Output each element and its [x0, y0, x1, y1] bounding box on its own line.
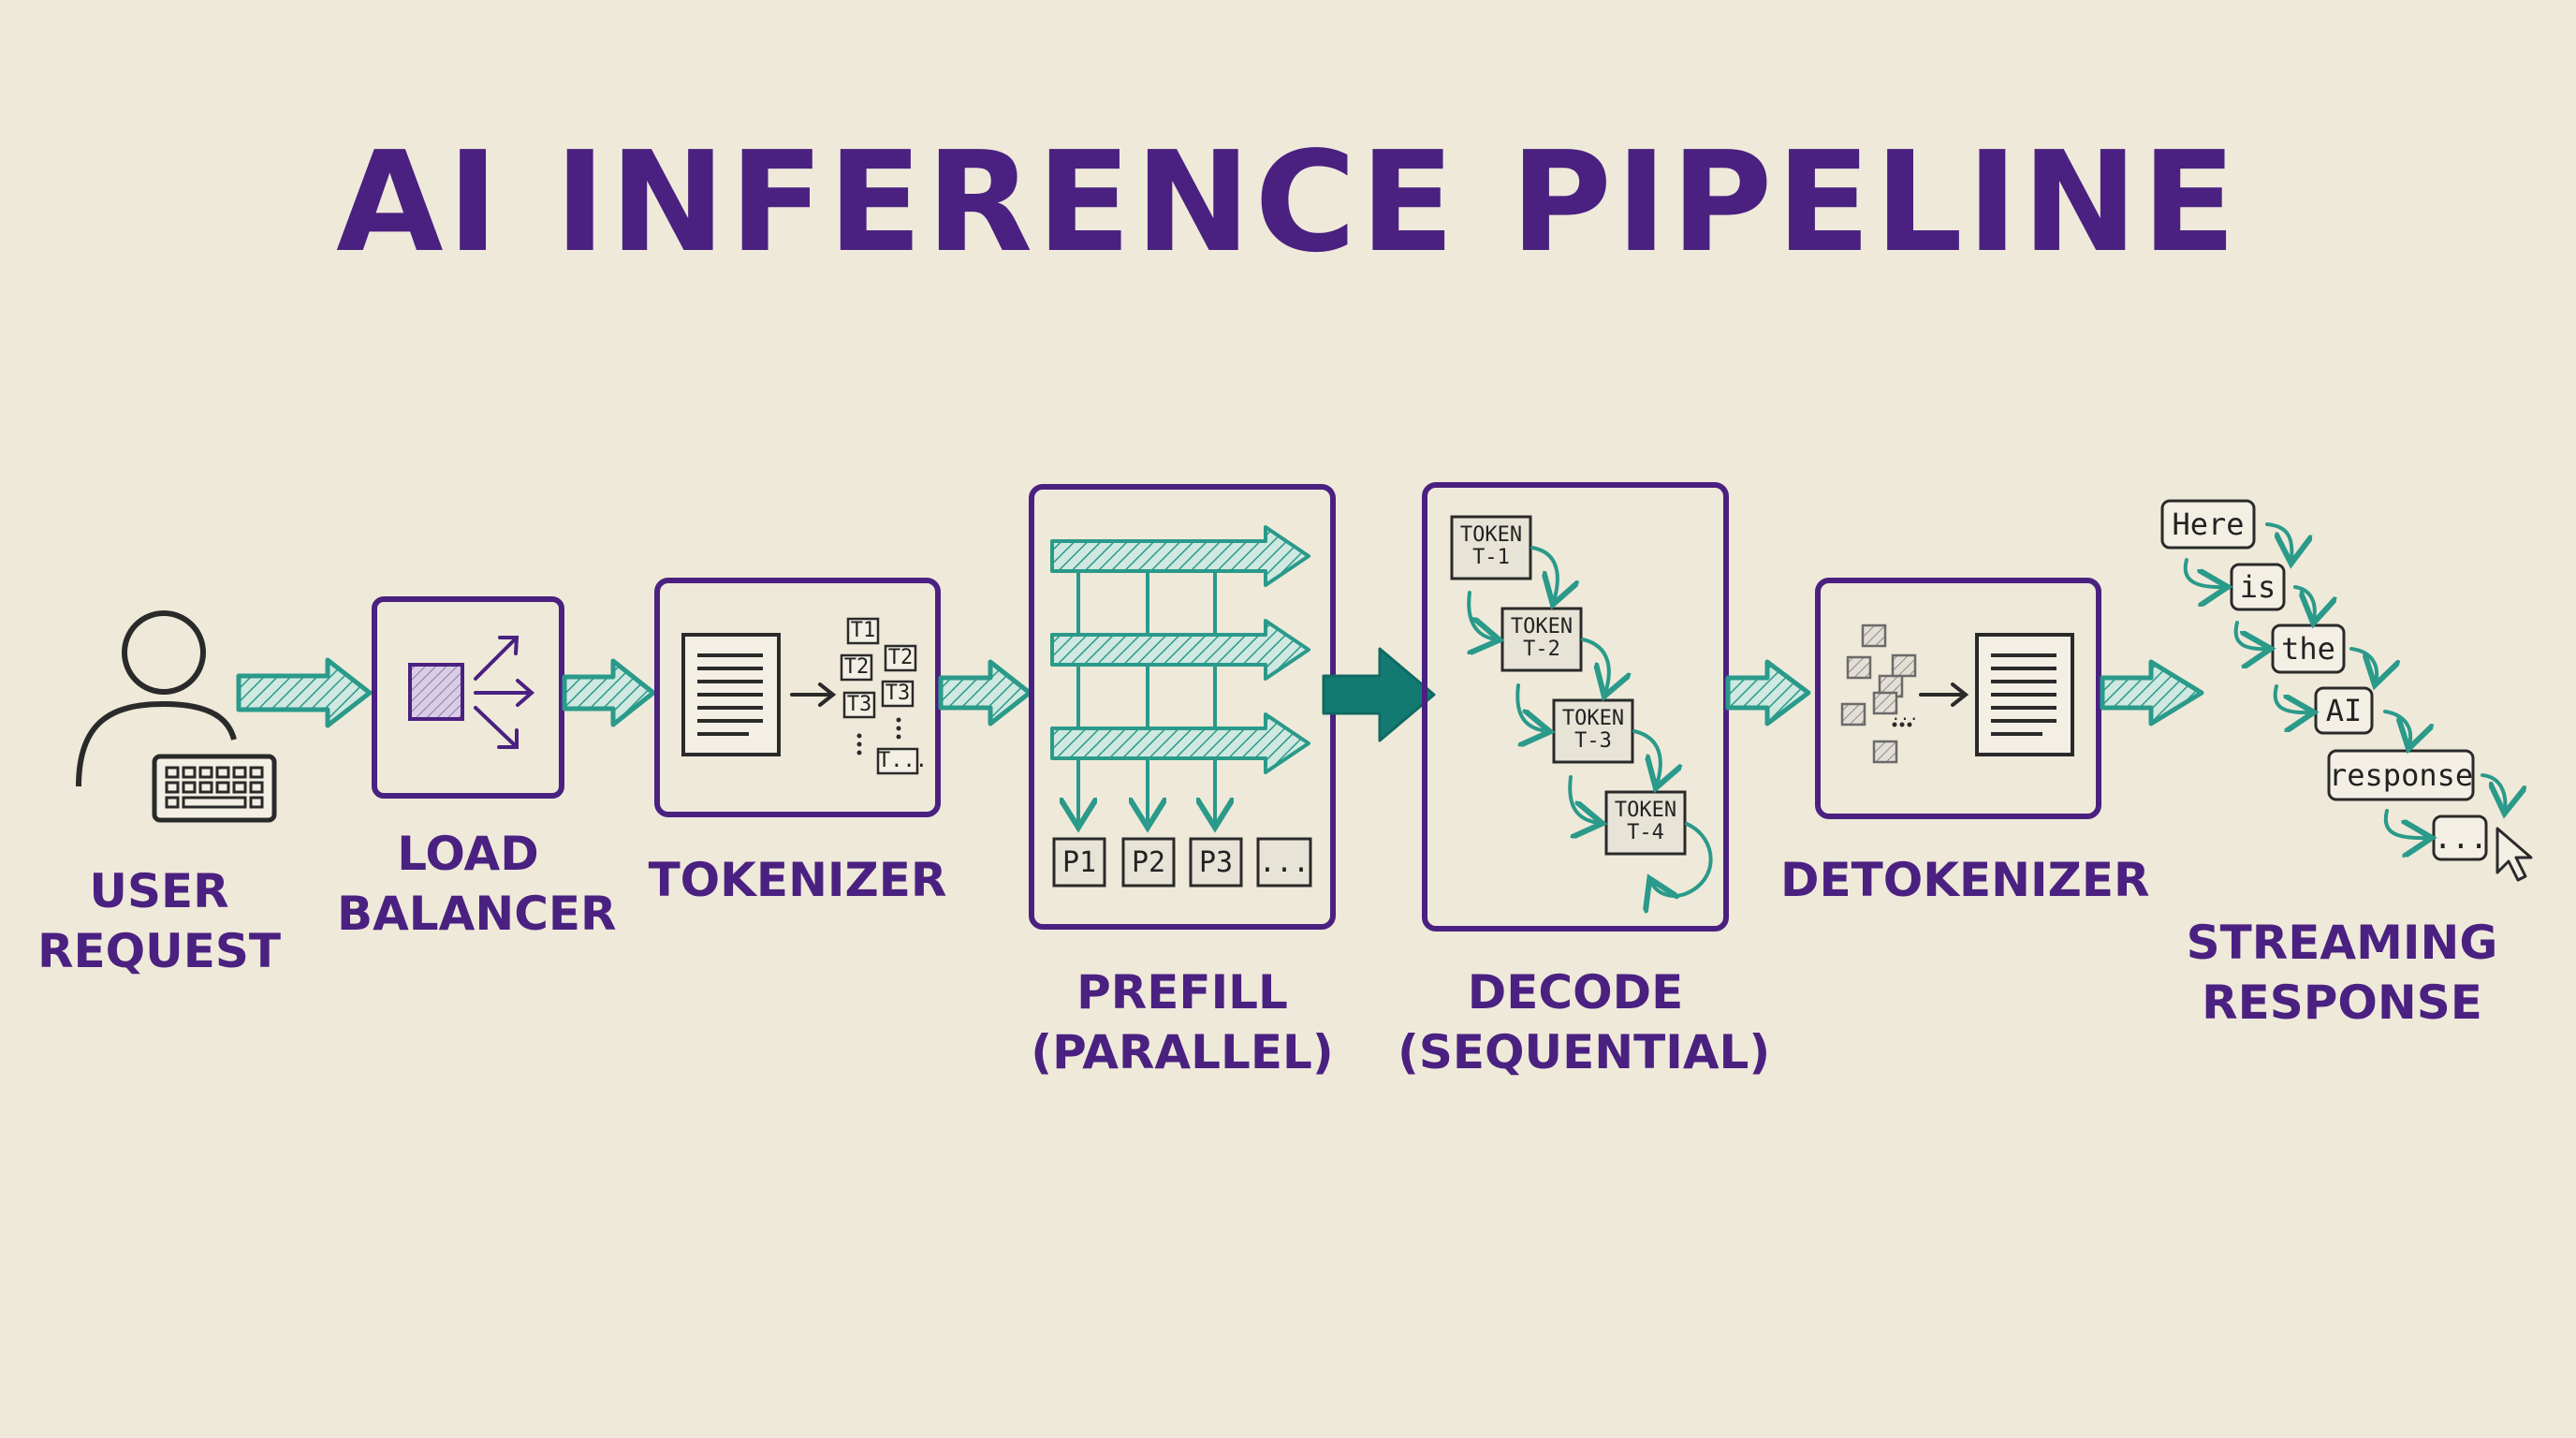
cursor-icon	[2496, 827, 2533, 882]
stream-word: Here	[2172, 506, 2245, 542]
decode-token-line2: T-1	[1472, 546, 1510, 569]
tokenizer-label: TOKENIZER	[638, 850, 957, 910]
decode-line1: DECODE	[1467, 965, 1684, 1020]
token-chip: T2	[843, 655, 870, 679]
streaming-response-label: STREAMING RESPONSE	[2155, 913, 2529, 1033]
detokenizer-ellipsis: ...	[1891, 706, 1919, 724]
detokenizer-box	[1815, 578, 2101, 819]
decode-token-line2: T-2	[1523, 638, 1560, 661]
prefill-line2: (PARALLEL)	[1031, 1025, 1334, 1079]
stream-words-icon	[2160, 499, 2533, 882]
load-balancer-line2: BALANCER	[337, 887, 617, 941]
decode-token-line1: TOKEN	[1459, 523, 1523, 547]
user-request-label: USER REQUEST	[37, 861, 281, 981]
handoff-arrow	[1322, 647, 1436, 742]
flow-arrow-5	[2100, 659, 2204, 726]
prefill-chip: P2	[1131, 846, 1166, 879]
stream-word: AI	[2325, 693, 2363, 728]
decode-box	[1422, 482, 1729, 932]
decode-token-line2: T-3	[1574, 729, 1612, 753]
decode-token: TOKEN T-4	[1606, 800, 1685, 844]
page-title: AI INFERENCE PIPELINE	[336, 122, 2240, 283]
decode-line2: (SEQUENTIAL)	[1398, 1025, 1771, 1079]
prefill-chip: ...	[1258, 846, 1310, 879]
decode-token: TOKEN T-2	[1502, 616, 1581, 661]
stream-word: ...	[2434, 820, 2488, 856]
decode-token-line1: TOKEN	[1561, 707, 1625, 730]
flow-arrow-4	[1725, 659, 1811, 726]
token-chip: T3	[846, 693, 872, 716]
token-chip: T3	[885, 682, 911, 705]
decode-token: TOKEN T-3	[1554, 708, 1632, 753]
decode-label: DECODE (SEQUENTIAL)	[1398, 962, 1771, 1082]
user-keyboard-icon	[76, 610, 277, 823]
stream-word: the	[2281, 631, 2335, 667]
decode-token-line1: TOKEN	[1614, 799, 1677, 822]
decode-token-line2: T-4	[1627, 821, 1664, 844]
tokenizer-box	[654, 578, 941, 817]
decode-token: TOKEN T-1	[1452, 524, 1530, 569]
detokenizer-line1: DETOKENIZER	[1780, 853, 2150, 907]
prefill-line1: PREFILL	[1076, 965, 1288, 1020]
tokenizer-dots	[856, 717, 901, 756]
stream-word: is	[2239, 569, 2276, 605]
prefill-box	[1029, 484, 1336, 930]
flow-arrow-3	[938, 659, 1032, 726]
token-chip: T2	[887, 646, 914, 669]
load-balancer-line1: LOAD	[397, 827, 539, 881]
prefill-chip: P1	[1061, 846, 1097, 879]
load-balancer-box	[372, 596, 564, 799]
detokenizer-label: DETOKENIZER	[1780, 850, 2150, 910]
flow-arrow-2	[562, 658, 656, 727]
streaming-response-line1: STREAMING	[2186, 916, 2498, 970]
token-chip: T...	[878, 749, 928, 772]
user-request-line2: REQUEST	[37, 924, 282, 978]
user-request-line1: USER	[89, 864, 229, 918]
streaming-response-line2: RESPONSE	[2202, 976, 2482, 1030]
token-chip: T1	[850, 619, 876, 642]
load-balancer-label: LOAD BALANCER	[337, 824, 617, 944]
flow-arrow-1	[236, 657, 373, 728]
stream-word: response	[2329, 757, 2474, 793]
decode-token-line1: TOKEN	[1510, 615, 1573, 638]
prefill-chip: P3	[1198, 846, 1234, 879]
prefill-label: PREFILL (PARALLEL)	[1023, 962, 1341, 1082]
tokenizer-line1: TOKENIZER	[648, 853, 947, 907]
